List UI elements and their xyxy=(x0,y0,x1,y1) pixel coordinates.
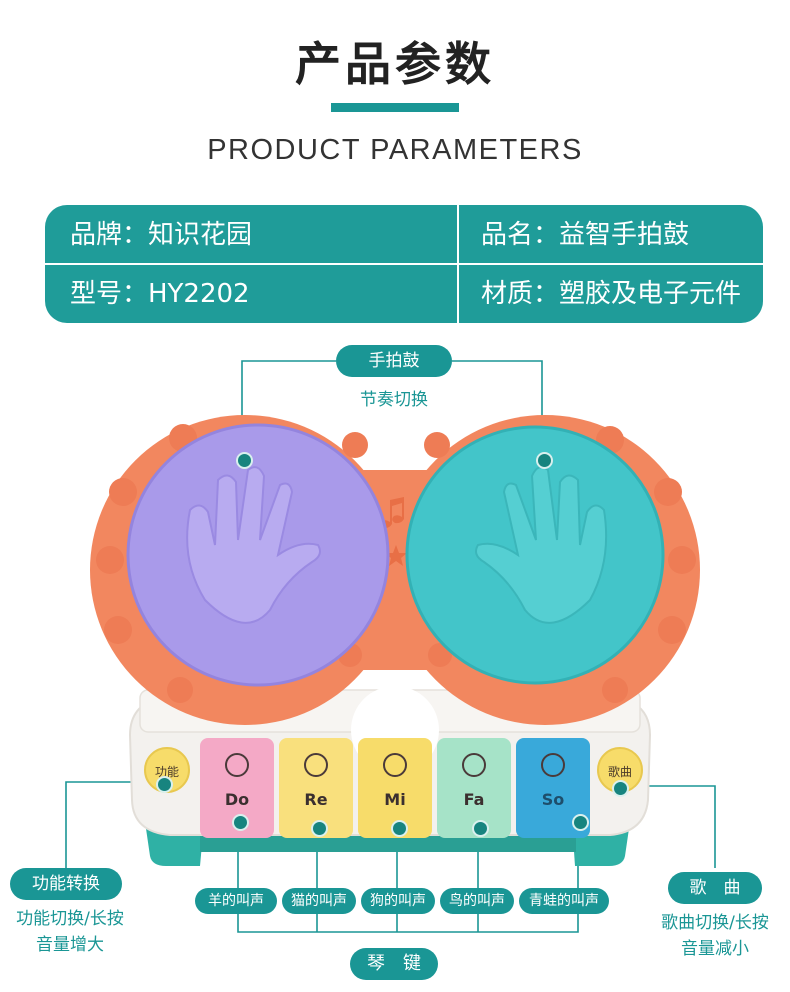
piano-keys xyxy=(200,738,590,838)
drum-callout-desc: 节奏切换 xyxy=(360,390,428,410)
bird-icon xyxy=(462,753,486,777)
key-re-dot xyxy=(310,819,328,837)
song-button-dot xyxy=(611,779,629,797)
page-subtitle: PRODUCT PARAMETERS xyxy=(207,134,583,166)
drum-right-dot xyxy=(535,451,553,469)
table-divider-vertical xyxy=(457,205,459,323)
key-sound-cat: 猫的叫声 xyxy=(282,888,356,914)
frog-icon xyxy=(541,753,565,777)
song-button-label: 歌曲 xyxy=(607,765,632,779)
key-fa-dot xyxy=(471,819,489,837)
hand-print-icon xyxy=(475,466,608,624)
param-model: 型号：HY2202 xyxy=(70,279,250,309)
key-do-dot xyxy=(231,813,249,831)
param-material: 材质：塑胶及电子元件 xyxy=(481,279,742,309)
function-callout-label: 功能转换 xyxy=(10,868,122,900)
function-button-dot xyxy=(155,775,173,793)
sheep-icon xyxy=(225,753,249,777)
title-underline xyxy=(331,103,459,112)
song-callout-desc-line1: 歌曲切换/长按 xyxy=(661,913,769,933)
drum-left-dot xyxy=(235,451,253,469)
key-so-dot xyxy=(571,813,589,831)
key-sound-dog: 狗的叫声 xyxy=(361,888,435,914)
key-mi-dot xyxy=(390,819,408,837)
music-note-icon xyxy=(380,497,404,529)
key-note-mi: Mi xyxy=(384,790,406,809)
parameter-table: 品牌：知识花园 品名：益智手拍鼓 型号：HY2202 材质：塑胶及电子元件 xyxy=(45,205,763,323)
param-brand: 品牌：知识花园 xyxy=(70,220,253,250)
cat-icon xyxy=(304,753,328,777)
star-icon xyxy=(385,545,407,566)
hand-print-icon xyxy=(186,466,321,624)
table-divider-horizontal xyxy=(45,263,763,265)
function-callout-desc-line2: 音量增大 xyxy=(36,935,104,955)
key-sound-sheep: 羊的叫声 xyxy=(195,888,277,914)
function-callout-desc-line1: 功能切换/长按 xyxy=(16,909,124,929)
song-callout-desc-line2: 音量减小 xyxy=(681,939,749,959)
dog-icon xyxy=(383,753,407,777)
keys-callout-label: 琴 键 xyxy=(350,948,438,980)
key-note-do: Do xyxy=(224,790,250,809)
param-name: 品名：益智手拍鼓 xyxy=(481,220,690,250)
key-note-re: Re xyxy=(304,790,328,809)
key-note-so: So xyxy=(541,790,565,809)
drum-head-right xyxy=(405,425,665,685)
key-sound-frog: 青蛙的叫声 xyxy=(519,888,609,914)
song-callout-label: 歌 曲 xyxy=(668,872,762,904)
page-title: 产品参数 xyxy=(295,37,495,91)
key-sound-bird: 鸟的叫声 xyxy=(440,888,514,914)
drum-callout-label: 手拍鼓 xyxy=(336,345,452,377)
key-note-fa: Fa xyxy=(463,790,485,809)
drum-head-left xyxy=(126,423,390,687)
